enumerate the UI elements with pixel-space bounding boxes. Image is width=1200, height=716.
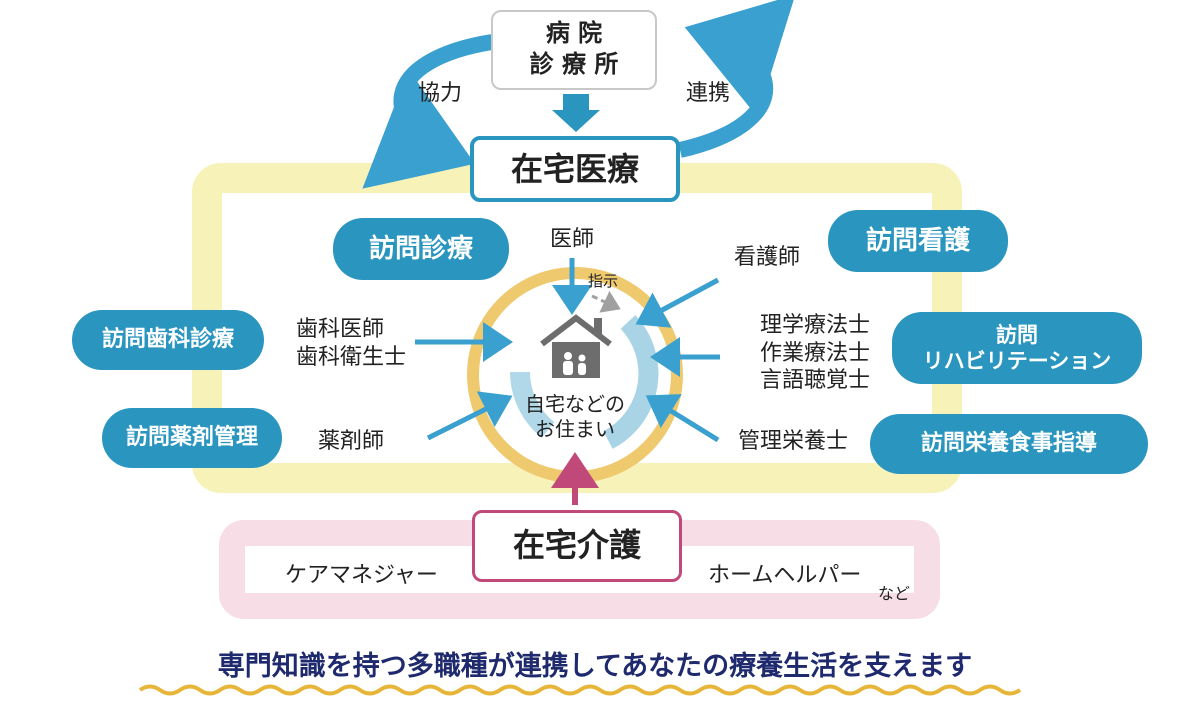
dental-hygienist-text: 歯科衛生士 xyxy=(296,344,407,370)
home-helper-label: ホームヘルパー xyxy=(708,563,862,588)
speech-therapist-text: 言語聴覚士 xyxy=(760,368,871,393)
home-line2: お住まい xyxy=(535,417,615,441)
dietitian-arrow xyxy=(645,394,720,443)
home-line1: 自宅などの xyxy=(525,392,625,416)
home-label: 自宅などの お住まい xyxy=(515,392,635,442)
collaboration-label: 連携 xyxy=(686,81,731,106)
etc-label: など xyxy=(878,584,911,603)
home-ring-arc-left xyxy=(510,371,555,438)
nurse-arrow xyxy=(635,277,720,328)
instruction-arrow xyxy=(591,290,621,313)
visit-dental-pill: 訪問歯科診療 xyxy=(72,310,264,370)
tagline-wave xyxy=(138,684,1022,696)
visit-pharmacy-pill: 訪問薬剤管理 xyxy=(102,408,282,468)
home-ring-arc-right xyxy=(603,315,659,449)
cooperation-label: 協力 xyxy=(418,81,463,106)
visit-nursing-pill: 訪問看護 xyxy=(828,210,1008,272)
clinic-label: 診 療 所 xyxy=(529,50,619,79)
dentist-label: 歯科医師 歯科衛生士 xyxy=(296,316,406,371)
visit-rehab-line2: リハビリテーション xyxy=(922,349,1112,373)
home-medical-box: 在宅医療 xyxy=(470,136,680,202)
hospital-label: 病 院 xyxy=(545,19,603,47)
instruction-label: 指示 xyxy=(588,272,619,290)
therapists-label: 理学療法士 作業療法士 言語聴覚士 xyxy=(760,312,870,395)
visit-rehab-line1: 訪問 xyxy=(996,322,1038,347)
physical-therapist-text: 理学療法士 xyxy=(760,313,871,338)
house-icon xyxy=(540,314,612,378)
home-care-box: 在宅介護 xyxy=(472,510,682,582)
care-manager-label: ケアマネジャー xyxy=(285,563,438,588)
dentist-text: 歯科医師 xyxy=(296,317,385,342)
doctor-label: 医師 xyxy=(550,227,595,252)
hospital-box: 病 院 診 療 所 xyxy=(491,10,657,90)
pharmacist-arrow xyxy=(426,391,513,441)
visit-consultation-pill: 訪問診療 xyxy=(333,218,509,280)
collaboration-arrow xyxy=(678,0,796,158)
visit-nutrition-pill: 訪問栄養食事指導 xyxy=(870,414,1148,474)
cooperation-arrow xyxy=(362,34,494,189)
visit-rehab-pill: 訪問 リハビリテーション xyxy=(892,312,1142,384)
tagline: 専門知識を持つ多職種が連携してあなたの療養生活を支えます xyxy=(217,651,973,682)
nurse-label: 看護師 xyxy=(734,245,801,270)
occupational-therapist-text: 作業療法士 xyxy=(760,340,871,366)
dietitian-label: 管理栄養士 xyxy=(738,429,849,454)
pharmacist-label: 薬剤師 xyxy=(318,429,385,454)
